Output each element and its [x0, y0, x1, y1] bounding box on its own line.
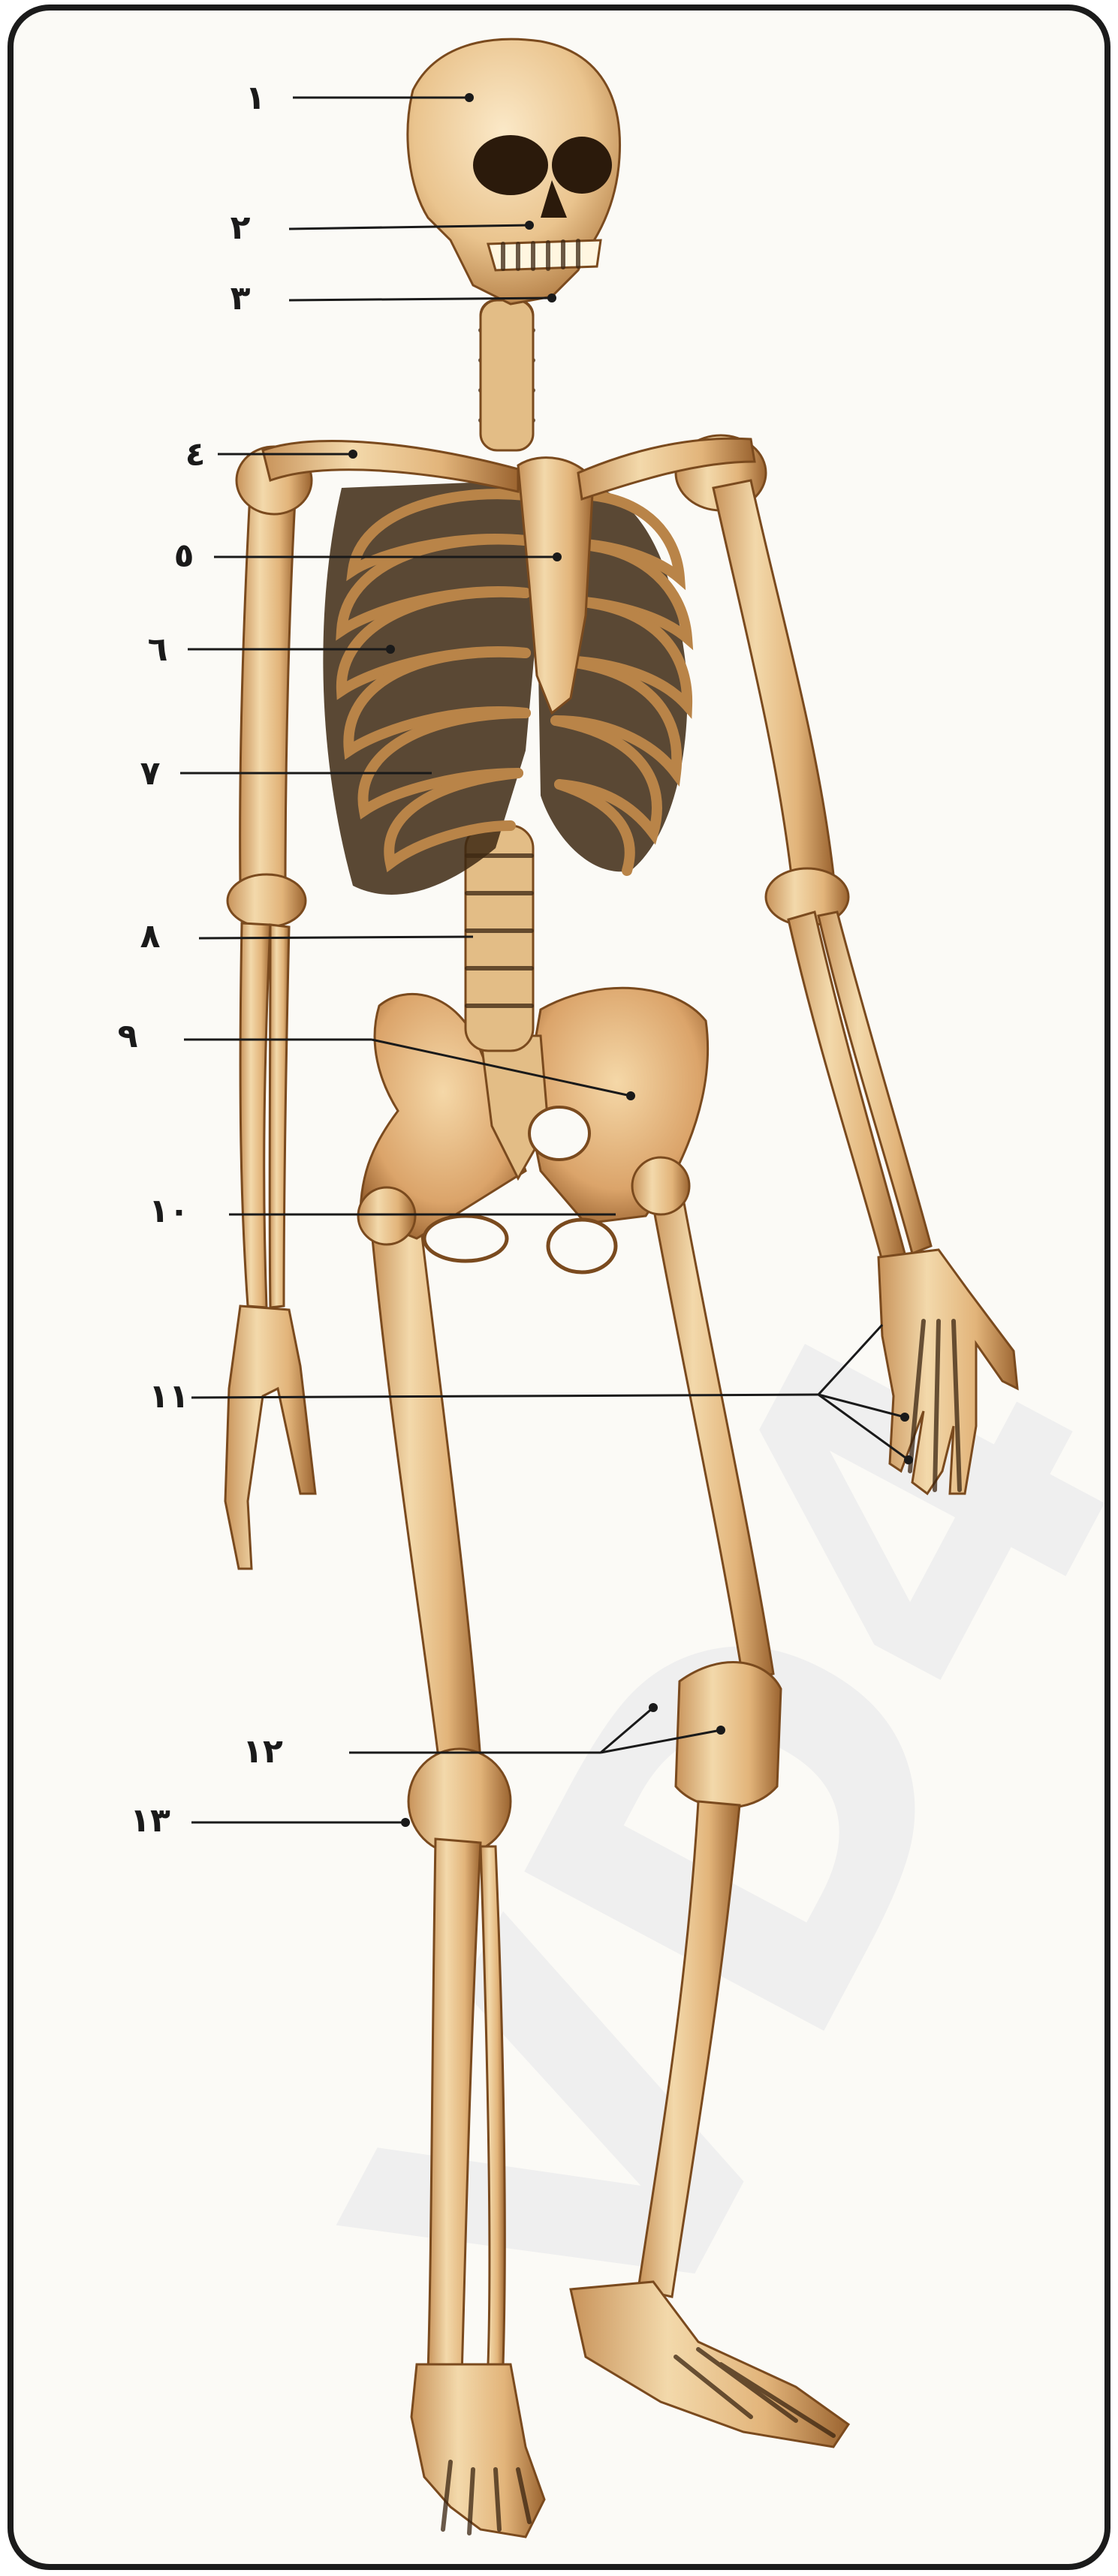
label-5: ٥ — [174, 537, 194, 575]
label-3: ٣ — [231, 279, 251, 317]
label-7: ٧ — [140, 754, 161, 793]
label-1: ١ — [246, 79, 266, 117]
label-10: ١٠ — [149, 1192, 189, 1230]
label-8: ٨ — [140, 917, 161, 955]
label-13: ١٣ — [130, 1801, 170, 1840]
elbow — [228, 874, 306, 927]
neck-vertebrae — [481, 300, 533, 450]
rib-cage — [323, 458, 687, 895]
label-4: ٤ — [185, 435, 206, 474]
label-6: ٦ — [148, 630, 168, 669]
label-2: ٢ — [231, 209, 251, 247]
label-11: ١١ — [149, 1377, 189, 1416]
patella — [408, 1749, 511, 1854]
label-9: ٩ — [118, 1017, 138, 1055]
leader-line-8 — [199, 937, 473, 938]
label-12: ١٢ — [243, 1732, 283, 1771]
